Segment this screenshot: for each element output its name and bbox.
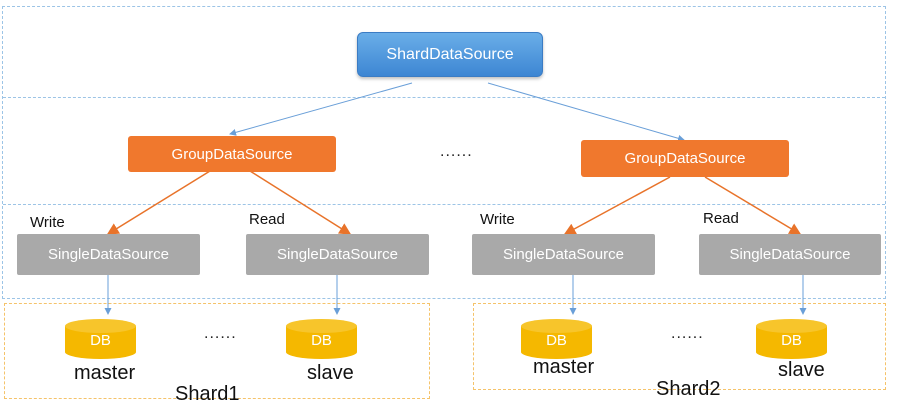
db-cylinder-4: DB — [755, 318, 828, 360]
shard1-frame — [4, 303, 430, 399]
group-ellipsis: ...... — [440, 143, 473, 160]
shard-datasource-node: ShardDataSource — [357, 32, 543, 77]
shard2-ellipsis: ...... — [671, 325, 704, 342]
db-label: DB — [546, 332, 567, 349]
group-datasource-node-2: GroupDataSource — [581, 140, 789, 177]
single-datasource-node-1: SingleDataSource — [17, 234, 200, 275]
db-cylinder-1: DB — [64, 318, 137, 360]
database-icon — [756, 319, 827, 359]
db-label: DB — [781, 332, 802, 349]
db-role-master-2: master — [533, 356, 595, 378]
database-icon — [65, 319, 136, 359]
arrow-group1-to-single2 — [249, 170, 352, 235]
database-icon — [521, 319, 592, 359]
arrow-group2-to-single4 — [704, 176, 802, 235]
datasource-layer-frame — [2, 6, 886, 299]
shard2-label: Shard2 — [656, 378, 721, 400]
db-role-slave-2: slave — [778, 359, 825, 381]
layer-divider-2 — [3, 204, 885, 205]
single-datasource-node-3: SingleDataSource — [472, 234, 655, 275]
arrow-group2-to-single3 — [563, 176, 671, 235]
db-cylinder-3: DB — [520, 318, 593, 360]
arrow-group1-to-single1 — [106, 170, 211, 235]
db-cylinder-2: DB — [285, 318, 358, 360]
edge-label-read-2: Read — [703, 210, 739, 227]
shard1-ellipsis: ...... — [204, 325, 237, 342]
db-label: DB — [90, 332, 111, 349]
db-role-master-1: master — [74, 362, 136, 384]
group-datasource-node-1: GroupDataSource — [128, 136, 336, 172]
single-datasource-node-2: SingleDataSource — [246, 234, 429, 275]
single-datasource-node-4: SingleDataSource — [699, 234, 881, 275]
arrow-root-to-group2 — [487, 82, 685, 142]
shard1-label: Shard1 — [175, 383, 240, 405]
edge-label-read-1: Read — [249, 211, 285, 228]
shard2-frame — [473, 303, 886, 390]
arrow-root-to-group1 — [229, 82, 413, 136]
db-role-slave-1: slave — [307, 362, 354, 384]
edge-label-write-1: Write — [30, 214, 65, 231]
layer-divider-1 — [3, 97, 885, 98]
db-label: DB — [311, 332, 332, 349]
edge-label-write-2: Write — [480, 211, 515, 228]
database-icon — [286, 319, 357, 359]
